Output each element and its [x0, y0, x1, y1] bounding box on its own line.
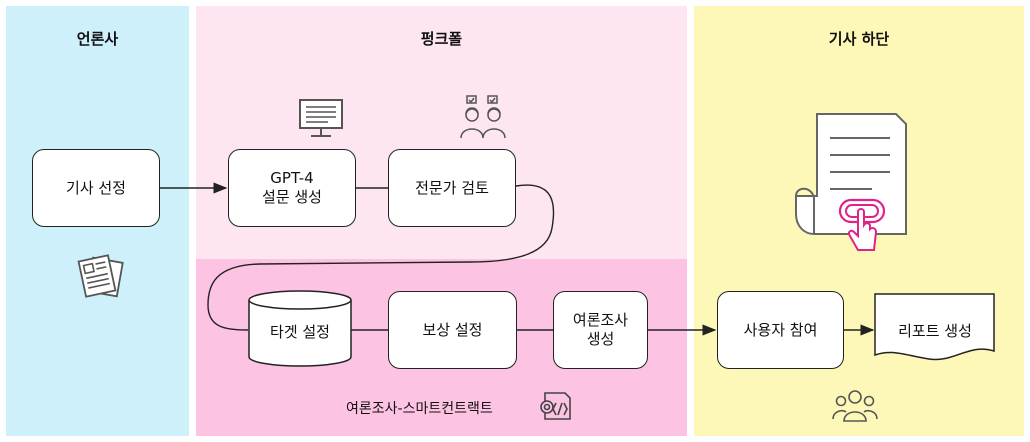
- node-reward-setting: 보상 설정: [388, 291, 517, 369]
- node-user-participation: 사용자 참여: [717, 291, 844, 369]
- newspaper-icon: [77, 254, 124, 298]
- contract-caption: 여론조사-스마트컨트랙트: [346, 401, 493, 417]
- node-poll-create-label: 여론조사 생성: [572, 311, 629, 348]
- node-expert-review: 전문가 검토: [388, 149, 516, 227]
- node-report-create-shape: [874, 293, 995, 361]
- lane-title-press: 언론사: [76, 30, 119, 48]
- node-article-select-label: 기사 선정: [66, 178, 126, 197]
- node-poll-create: 여론조사 생성: [553, 291, 648, 369]
- lane-title-footer: 기사 하단: [828, 30, 890, 48]
- monitor-icon: [299, 99, 343, 137]
- node-gpt-survey-label: GPT-4 설문 생성: [262, 169, 322, 206]
- node-gpt-survey: GPT-4 설문 생성: [228, 149, 356, 227]
- node-target-setting-label: 타겟 설정: [270, 323, 330, 341]
- node-user-participation-label: 사용자 참여: [743, 320, 818, 339]
- node-expert-review-label: 전문가 검토: [415, 178, 489, 197]
- experts-icon: [460, 95, 506, 139]
- lane-title-pinkpole: 펑크폴: [420, 30, 463, 48]
- node-reward-setting-label: 보상 설정: [422, 320, 483, 339]
- click-button-icon: [838, 198, 886, 251]
- node-target-setting-shape: [248, 290, 352, 367]
- node-report-create-label: 리포트 생성: [898, 322, 972, 340]
- smart-contract-icon: [540, 392, 571, 420]
- node-article-select: 기사 선정: [32, 149, 160, 227]
- people-group-icon: [832, 390, 878, 422]
- curve-review-to-target: [207, 184, 555, 331]
